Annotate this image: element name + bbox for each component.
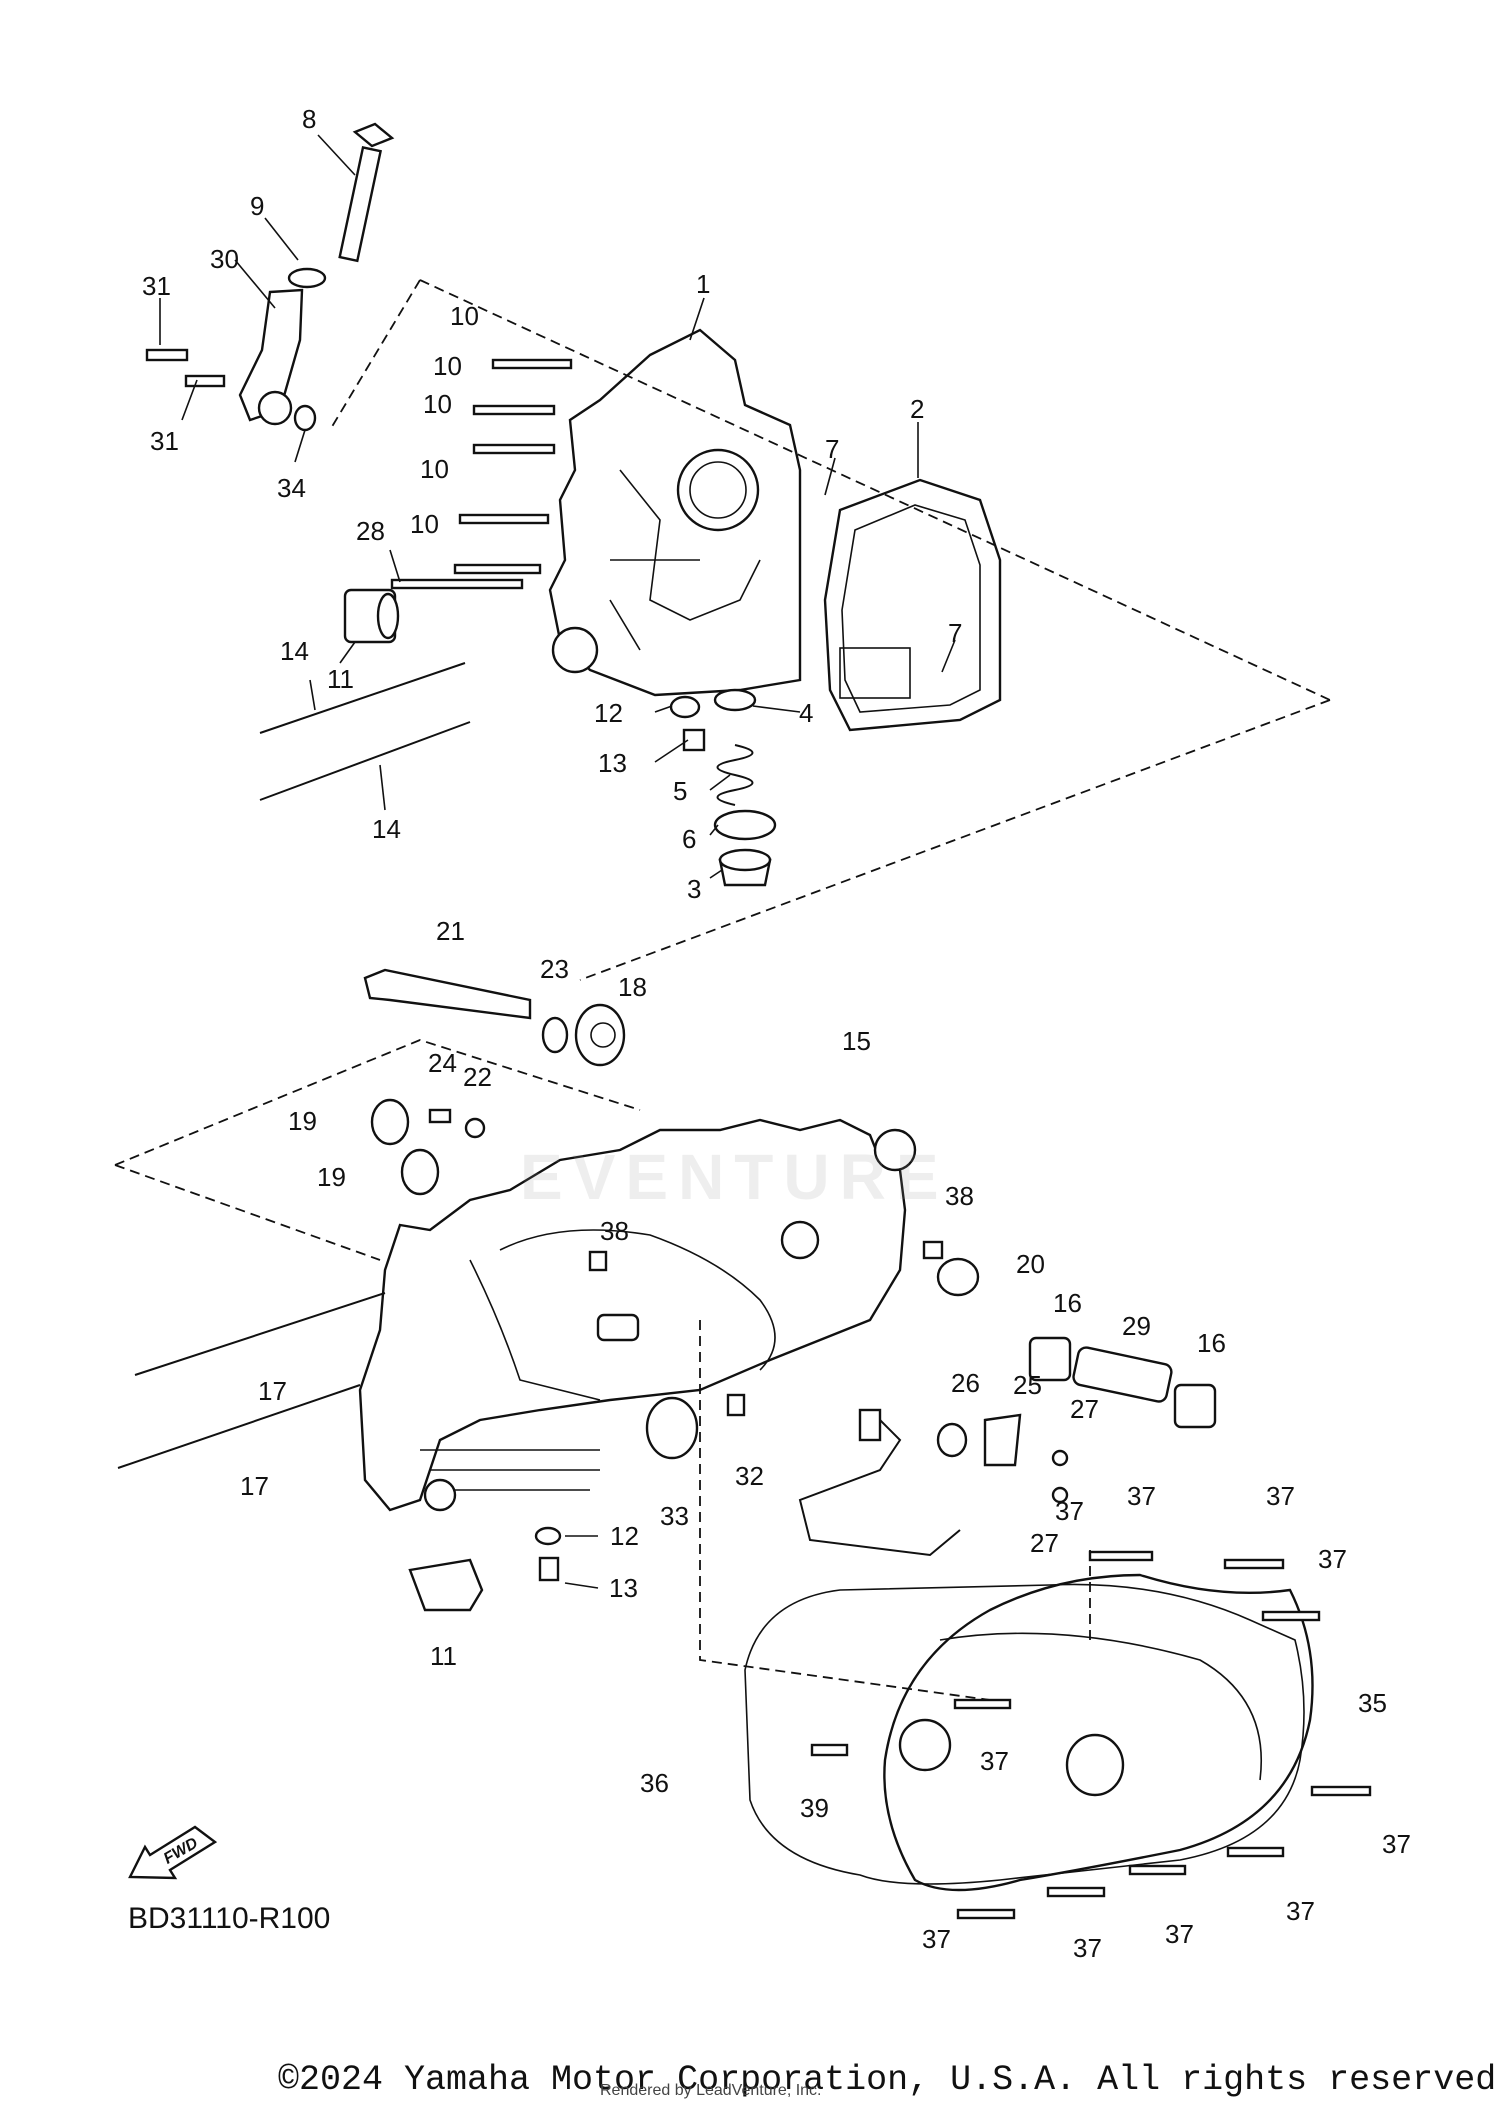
callout-label: 37 (1127, 1481, 1156, 1511)
callout-label: 37 (1055, 1496, 1084, 1526)
callout-label: 32 (735, 1461, 764, 1491)
callout-label: 37 (1318, 1544, 1347, 1574)
watermark-credit: Rendered by LeadVenture, Inc. (600, 2082, 822, 2099)
callout-label: 29 (1122, 1311, 1151, 1341)
callout-label: 19 (288, 1106, 317, 1136)
callout-label: 37 (1165, 1919, 1194, 1949)
crankcase-cover-part-1 (548, 328, 802, 697)
callout-label: 26 (951, 1368, 980, 1398)
callout-label: 10 (420, 454, 449, 484)
alignment-lines (114, 279, 1331, 1701)
callout-label: 1 (696, 269, 710, 299)
callout-label: 19 (317, 1162, 346, 1192)
callout-label: 2 (910, 394, 924, 424)
callout-label: 16 (1197, 1328, 1226, 1358)
callout-label: 24 (428, 1048, 457, 1078)
strainer-parts (669, 688, 777, 887)
callout-label: 37 (1382, 1829, 1411, 1859)
callout-label: 8 (302, 104, 316, 134)
callout-label: 10 (423, 389, 452, 419)
callout-label: 10 (433, 351, 462, 381)
oil-filler-parts (145, 122, 395, 432)
callout-label: 16 (1053, 1288, 1082, 1318)
callout-label: 17 (258, 1376, 287, 1406)
callout-label: 21 (436, 916, 465, 946)
callout-label: 17 (240, 1471, 269, 1501)
callout-label: 34 (277, 473, 306, 503)
callout-label: 7 (825, 434, 839, 464)
crankcase-cover-part-35 (883, 1573, 1314, 1892)
callout-label: 14 (372, 814, 401, 844)
watermark-brand: EVENTURE (520, 1141, 949, 1213)
callout-label: 11 (430, 1641, 457, 1671)
callout-label: 37 (980, 1746, 1009, 1776)
callout-label: 14 (280, 636, 309, 666)
callout-label: 18 (618, 972, 647, 1002)
callout-label: 12 (594, 698, 623, 728)
leader-lines (159, 134, 956, 879)
callout-label: 15 (842, 1026, 871, 1056)
callout-label: 9 (250, 191, 264, 221)
callout-label: 39 (800, 1793, 829, 1823)
cover-bolts-10-28 (390, 358, 573, 590)
callout-label: 38 (600, 1216, 629, 1246)
callout-label: 25 (1013, 1370, 1042, 1400)
callout-label: 27 (1030, 1528, 1059, 1558)
lower-washer-bolt (534, 1526, 599, 1589)
callout-label: 7 (948, 618, 962, 648)
callout-label: 30 (210, 244, 239, 274)
callout-label: 27 (1070, 1394, 1099, 1424)
callout-label: 31 (150, 426, 179, 456)
callout-label: 11 (327, 664, 354, 694)
callout-label: 3 (687, 874, 701, 904)
fwd-arrow-icon: FWD (128, 1825, 218, 1880)
gasket-part-36 (744, 1583, 1305, 1885)
drive-shaft-parts (363, 968, 980, 1460)
callout-label: 37 (1073, 1933, 1102, 1963)
stud-bolts-14 (259, 588, 471, 801)
callout-label: 4 (799, 698, 813, 728)
callout-label: 37 (1286, 1896, 1315, 1926)
callout-label: 35 (1358, 1688, 1387, 1718)
callout-label: 33 (660, 1501, 689, 1531)
callout-label: 23 (540, 954, 569, 984)
callout-label: 10 (450, 301, 479, 331)
breather-parts (798, 1408, 1069, 1557)
gasket-part-2 (823, 478, 1002, 732)
collars-16-29 (408, 1336, 1217, 1612)
callout-label: 20 (1016, 1249, 1045, 1279)
callout-label: 12 (610, 1521, 639, 1551)
callout-label: 37 (922, 1924, 951, 1954)
callout-label: 36 (640, 1768, 669, 1798)
copyright-notice: ©2024 Yamaha Motor Corporation, U.S.A. A… (278, 2060, 1500, 2100)
callout-label: 13 (598, 748, 627, 778)
callout-label: 31 (142, 271, 171, 301)
crankcase-part-15 (358, 1118, 917, 1512)
stud-bolts-17 (117, 1292, 386, 1469)
callout-label: 10 (410, 509, 439, 539)
callout-label: 6 (682, 824, 696, 854)
callout-label: 38 (945, 1181, 974, 1211)
callout-labels: 1 2 3 4 5 6 7 7 8 9 10 10 10 10 10 11 11… (142, 104, 1411, 1963)
callout-label: 5 (673, 776, 687, 806)
callout-label: 13 (609, 1573, 638, 1603)
cover-bolts-37 (810, 1550, 1372, 1920)
callout-label: 28 (356, 516, 385, 546)
callout-label: 37 (1266, 1481, 1295, 1511)
callout-label: 22 (463, 1062, 492, 1092)
diagram-code: BD31110-R100 (128, 1902, 331, 1935)
